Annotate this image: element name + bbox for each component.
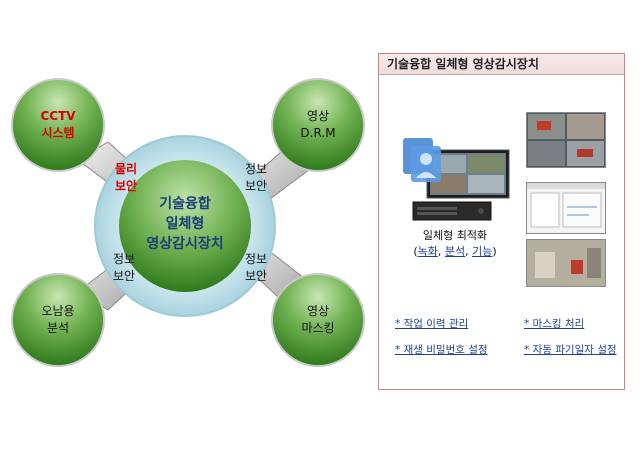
center-node xyxy=(119,160,251,292)
device-caption-sub: (녹화, 분석, 기능) xyxy=(413,245,497,258)
node-drm-line1: 영상 xyxy=(307,109,329,123)
device-sub-analysis: 분석 xyxy=(444,245,466,258)
thumbnail-multiview xyxy=(526,112,606,168)
device-caption: 일체형 최적화 (녹화, 분석, 기능) xyxy=(379,227,531,259)
device-illustration xyxy=(403,138,510,221)
center-label-line2: 일체형 xyxy=(166,215,205,232)
node-cctv-system xyxy=(11,78,105,172)
node-video-drm xyxy=(271,78,365,172)
connector-info-security-tr-line2: 보안 xyxy=(245,179,267,193)
node-masking-line1: 영상 xyxy=(307,304,329,318)
connector-physical-security-line1: 물리 xyxy=(115,161,137,176)
device-sub-function: 기능 xyxy=(472,245,493,258)
connector-info-security-tr-line1: 정보 xyxy=(245,162,267,176)
thumbnail-ui-screen xyxy=(526,182,606,234)
node-masking-line2: 마스킹 xyxy=(301,321,334,335)
thumbnail-masking xyxy=(526,239,606,287)
node-misuse-analysis xyxy=(11,273,105,367)
node-misuse-line1: 오남용 xyxy=(41,304,74,318)
node-drm-line2: D.R.M xyxy=(300,126,335,140)
device-caption-title: 일체형 최적화 xyxy=(422,229,488,242)
node-misuse-line2: 분석 xyxy=(47,321,69,335)
center-label-line3: 영상감시장치 xyxy=(146,235,223,252)
device-panel: 기술융합 일체형 영상감시장치 일체형 최적화 (녹화, 분석, 기능) xyxy=(378,53,625,390)
feature-masking: * 마스킹 처리 xyxy=(524,318,585,330)
connector-info-security-br-line2: 보안 xyxy=(245,269,267,283)
feature-work-history: * 작업 이력 관리 xyxy=(395,318,469,330)
connector-info-security-bl-line1: 정보 xyxy=(113,252,135,266)
connector-info-security-bl-line2: 보안 xyxy=(113,269,135,283)
concept-diagram: CCTV 시스템 영상 D.R.M 오남용 분석 영상 마스킹 물리 보안 정보… xyxy=(11,78,365,367)
feature-auto-expiry: * 자동 파기일자 설정 xyxy=(524,344,617,356)
node-cctv-line2: 시스템 xyxy=(41,125,74,140)
device-sub-recording: 녹화 xyxy=(417,245,438,258)
user-icon xyxy=(403,138,441,182)
center-label-line1: 기술융합 xyxy=(159,195,211,212)
feature-playback-password: * 재생 비밀번호 설정 xyxy=(395,344,488,356)
connector-physical-security-line2: 보안 xyxy=(115,178,137,193)
panel-title: 기술융합 일체형 영상감시장치 xyxy=(379,54,624,75)
node-cctv-line1: CCTV xyxy=(40,109,76,123)
connector-info-security-br-line1: 정보 xyxy=(245,252,267,266)
node-video-masking xyxy=(271,273,365,367)
